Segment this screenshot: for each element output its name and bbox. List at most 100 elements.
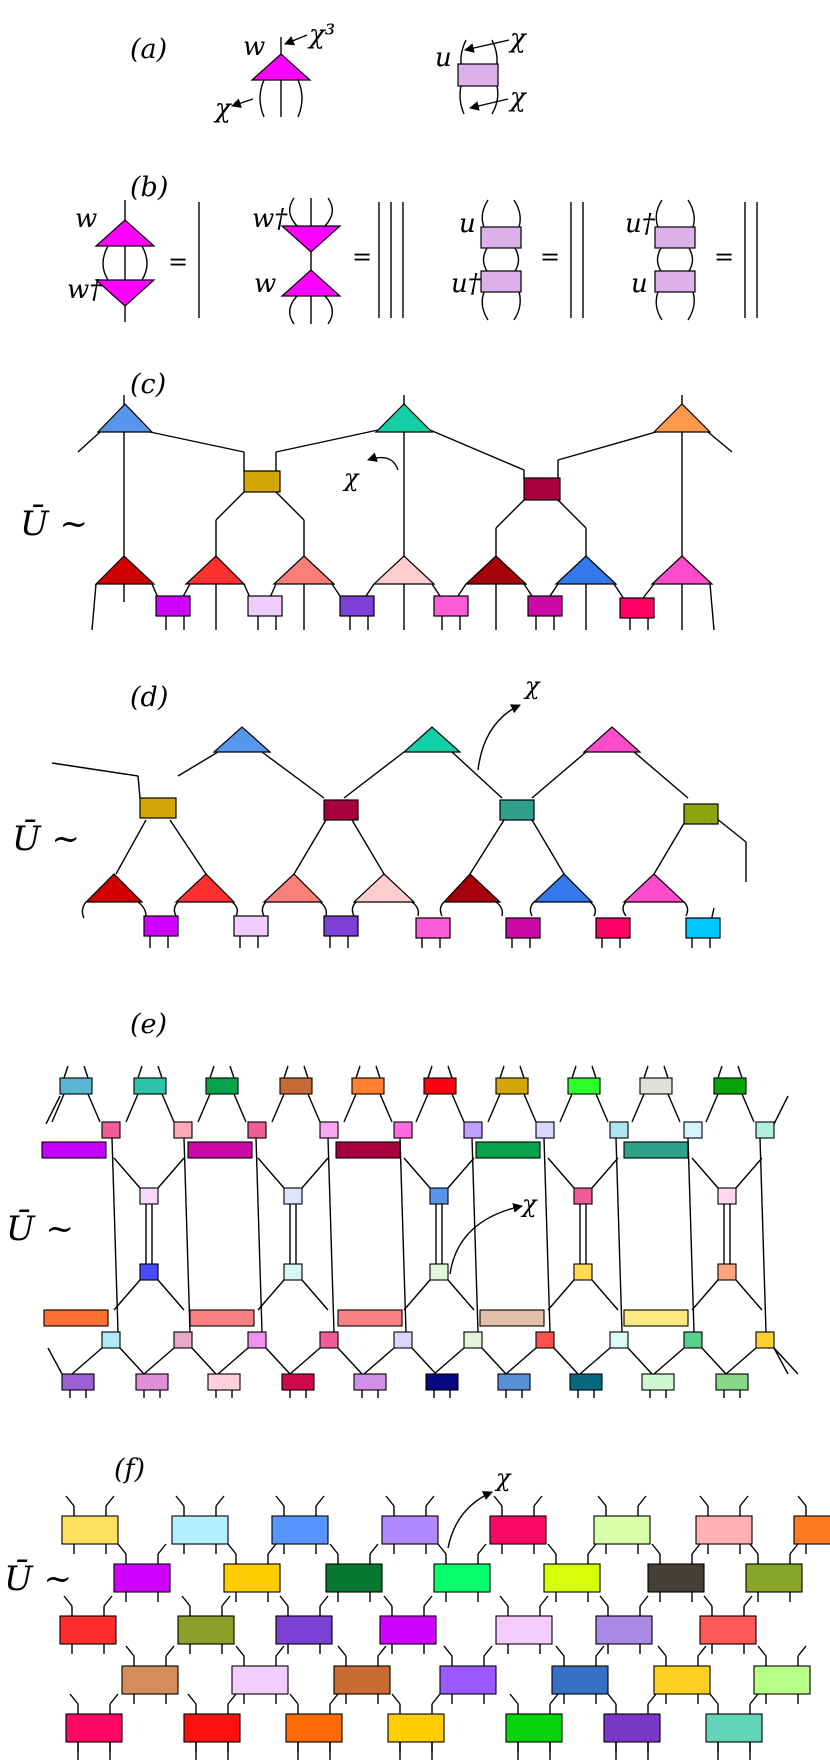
f-tensor [439, 1665, 497, 1695]
wdag-label-b2: w† [252, 204, 288, 234]
f-tensor [61, 1515, 119, 1545]
equals-b4: = [714, 243, 734, 271]
e-bottom-mid-tensor [173, 1331, 193, 1349]
f-tensor [183, 1713, 241, 1743]
chi-label-a1: χ [213, 94, 233, 124]
f-tensor [603, 1713, 661, 1743]
chi-label-a3: χ [508, 83, 528, 113]
e-bottom-tensor [425, 1373, 459, 1391]
ubar-label-e: Ū ~ [6, 1209, 74, 1249]
panel-e-label: (e) [130, 1009, 167, 1040]
udag-label-b3: u† [451, 269, 482, 299]
e-bottom-tensor [281, 1373, 315, 1391]
e-top-tensor [567, 1077, 601, 1095]
udag-label-b4: u† [625, 209, 656, 239]
f-tensor [505, 1713, 563, 1743]
e-bottom-mid-tensor [535, 1331, 555, 1349]
e-bottom-tensor [135, 1373, 169, 1391]
panel-c: (c) Ū ~ [20, 369, 733, 631]
f-tensor [223, 1563, 281, 1593]
e-bottom-tensor [61, 1373, 95, 1391]
f-tensor [379, 1615, 437, 1645]
e-top-tensor [133, 1077, 167, 1095]
f-tensor [705, 1713, 763, 1743]
f-tensor [793, 1515, 830, 1545]
ubar-label-f: Ū ~ [4, 1559, 72, 1599]
e-mid-tensor [319, 1121, 339, 1139]
equals-b1: = [168, 248, 188, 276]
wdag-label-b1: w† [67, 275, 103, 305]
e-mid-tensor [463, 1121, 483, 1139]
panel-a-label: (a) [130, 34, 167, 65]
e-top-tensor [279, 1077, 313, 1095]
e-iso-tensor [429, 1187, 449, 1205]
e-wide-tensor [41, 1141, 107, 1159]
e-bottom-tensor [207, 1373, 241, 1391]
f-tensor [495, 1615, 553, 1645]
e-top-tensor [639, 1077, 673, 1095]
panel-d-label: (d) [130, 682, 168, 713]
e-mid-tensor [393, 1121, 413, 1139]
panel-f-label: (f) [114, 1454, 145, 1485]
f-tensor [593, 1515, 651, 1545]
f-tensor [271, 1515, 329, 1545]
e-top-tensor [423, 1077, 457, 1095]
e-wide-tensor [475, 1141, 541, 1159]
f-tensor [489, 1515, 547, 1545]
e-wide-tensor [187, 1141, 253, 1159]
f-tensor [231, 1665, 289, 1695]
e-bottom-mid-tensor [463, 1331, 483, 1349]
chi-label-d: χ [523, 672, 541, 700]
u-label-b4: u [631, 269, 648, 299]
f-tensor [65, 1713, 123, 1743]
e-mid-tensor [683, 1121, 703, 1139]
e-bottom-mid-tensor [101, 1331, 121, 1349]
chi-label-f: χ [494, 1464, 512, 1492]
ubar-label-c: Ū ~ [20, 504, 88, 544]
f-tensor [699, 1615, 757, 1645]
e-iso2-tensor [717, 1263, 737, 1281]
w-label: w [243, 32, 265, 62]
panel-b-label: (b) [130, 172, 168, 203]
e-bottom-mid-tensor [683, 1331, 703, 1349]
w-label-b1: w [75, 204, 97, 234]
equals-b3: = [540, 243, 560, 271]
brickwall-f [59, 1495, 830, 1760]
u-label-a: u [435, 43, 452, 73]
e-bottom-tensor [641, 1373, 675, 1391]
f-tensor [745, 1563, 803, 1593]
panel-c-label: (c) [130, 369, 166, 400]
e-wide-tensor [623, 1141, 689, 1159]
e-iso2-tensor [573, 1263, 593, 1281]
e-bottom-mid-tensor [319, 1331, 339, 1349]
e-wide2-tensor [189, 1309, 255, 1327]
e-top-tensor [713, 1077, 747, 1095]
e-bottom-tensor [353, 1373, 387, 1391]
e-iso2-tensor [429, 1263, 449, 1281]
f-tensor [113, 1563, 171, 1593]
panel-f: (f) Ū ~ χ [4, 1454, 830, 1760]
e-iso2-tensor [139, 1263, 159, 1281]
f-tensor [647, 1563, 705, 1593]
e-top-tensor [205, 1077, 239, 1095]
e-iso-tensor [139, 1187, 159, 1205]
chi-label-a2: χ [508, 24, 528, 54]
panel-a: (a) w χ³ χ u χ χ [130, 20, 528, 124]
w-label-b2: w [254, 269, 276, 299]
e-wide2-tensor [623, 1309, 689, 1327]
chi-label-c: χ [342, 464, 360, 492]
e-mid-tensor [247, 1121, 267, 1139]
e-wide2-tensor [43, 1309, 109, 1327]
e-wide-tensor [335, 1141, 401, 1159]
e-top-tensor [495, 1077, 529, 1095]
e-mid-tensor [755, 1121, 775, 1139]
f-tensor [543, 1563, 601, 1593]
e-iso-tensor [283, 1187, 303, 1205]
f-tensor [325, 1563, 383, 1593]
f-tensor [121, 1665, 179, 1695]
e-wide2-tensor [337, 1309, 403, 1327]
f-tensor [333, 1665, 391, 1695]
u-tensor [457, 63, 499, 87]
f-tensor [387, 1713, 445, 1743]
e-iso-tensor [717, 1187, 737, 1205]
